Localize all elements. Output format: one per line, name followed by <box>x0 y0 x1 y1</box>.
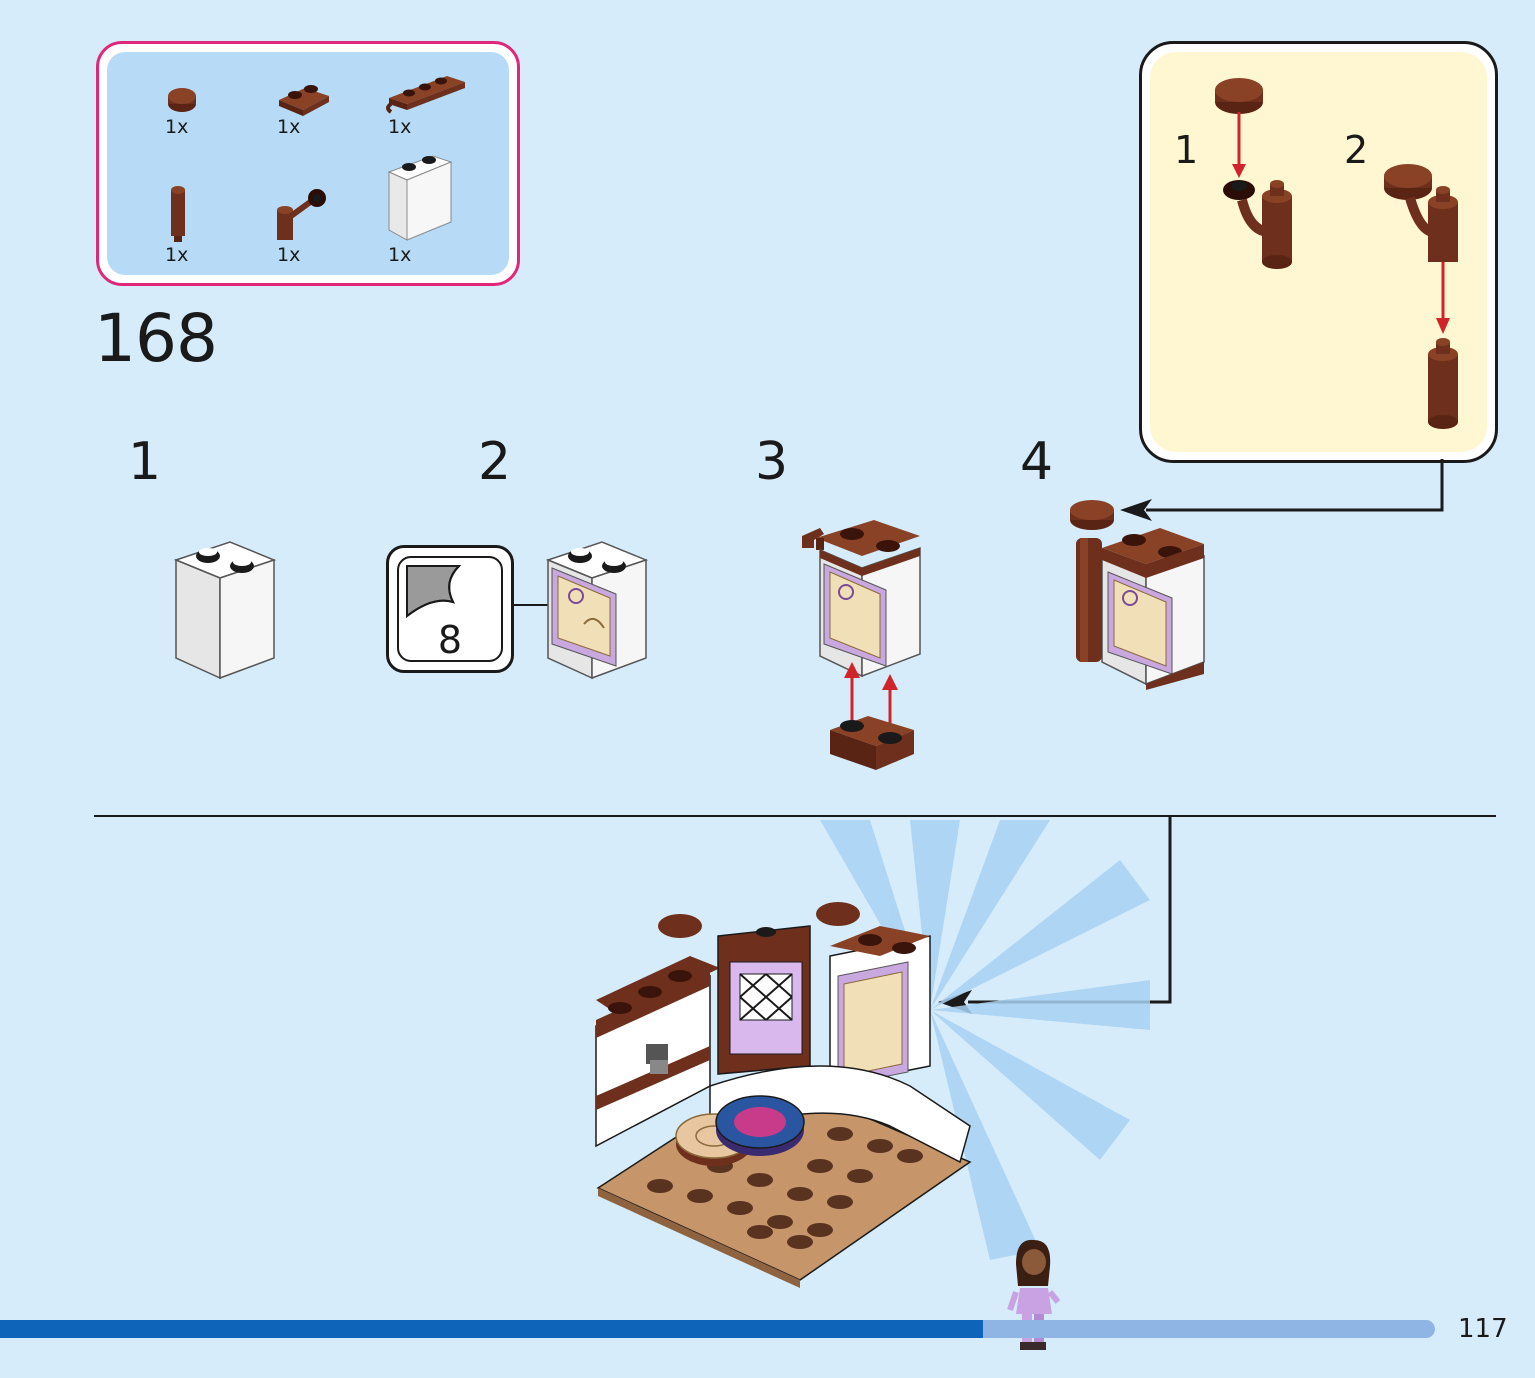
callout-step-1-illustration <box>1215 78 1292 269</box>
part-qty: 1x <box>165 116 189 138</box>
part-qty: 1x <box>165 244 189 266</box>
plate-1x2-brown-icon <box>279 85 329 116</box>
brick-1x2x2-white-icon <box>387 155 453 241</box>
sub-step-number: 2 <box>478 432 512 492</box>
part-qty: 1x <box>388 116 412 138</box>
brick-with-bar-holder-illustration <box>1070 500 1205 690</box>
sticker-peel-icon <box>406 565 462 619</box>
sticker-callout: 8 <box>386 545 514 673</box>
parts-list-panel: 1x 1x 1x 1x <box>107 52 509 275</box>
white-brick-with-sticker-illustration <box>545 541 649 680</box>
page-progress-fill <box>0 1320 983 1338</box>
round-plate-1x1-brown-icon <box>168 88 196 112</box>
bar-clip-brown-icon <box>277 189 326 240</box>
part-qty: 1x <box>277 116 301 138</box>
sticker-number: 8 <box>437 618 463 662</box>
step-number: 168 <box>94 300 218 377</box>
part-qty: 1x <box>388 244 412 266</box>
section-divider <box>94 815 1496 817</box>
callout-step-number: 1 <box>1174 128 1199 172</box>
room-corner-model-illustration <box>595 902 972 1288</box>
brick-on-plate-illustration <box>802 520 921 770</box>
sub-step-number: 4 <box>1020 432 1054 492</box>
parts-list-box: 1x 1x 1x 1x <box>96 41 520 286</box>
sticker-panel: 8 <box>397 556 503 662</box>
sub-step-number: 1 <box>128 432 162 492</box>
callout-connector-arrow <box>1120 459 1444 521</box>
plate-clip-1x4-brown-icon <box>386 76 465 114</box>
bar-holder-brown-icon <box>171 186 185 242</box>
sub-step-number: 3 <box>755 432 789 492</box>
page-number: 117 <box>1458 1314 1508 1344</box>
white-brick-illustration <box>173 541 277 680</box>
callout-step-2-illustration <box>1384 164 1458 429</box>
part-qty: 1x <box>277 244 301 266</box>
callout-step-number: 2 <box>1344 128 1369 172</box>
